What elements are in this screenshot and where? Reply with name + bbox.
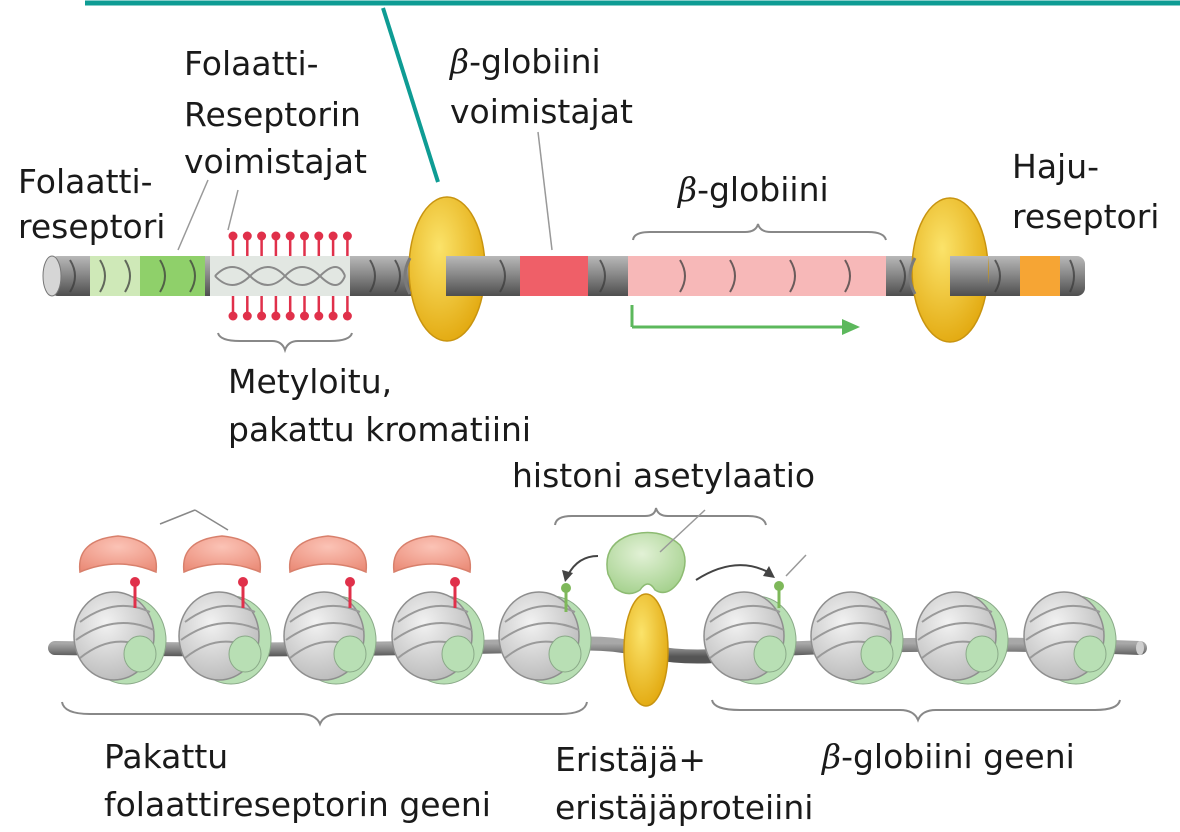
packed-folate-gene-label-line2: folaattireseptorin geeni: [104, 785, 491, 825]
folate-enhancers-label-line3: voimistajat: [184, 142, 367, 182]
repressor-protein: [80, 536, 157, 572]
acetylation-arrow-left: [568, 556, 598, 575]
methyl-group: [286, 296, 295, 321]
methyl-group: [257, 232, 266, 257]
methyl-group: [329, 296, 338, 321]
nucleosome: [811, 592, 903, 684]
methyl-group: [271, 232, 280, 257]
methyl-group: [286, 232, 295, 257]
histone-acetyltransferase: [607, 533, 685, 594]
beta-enhancers-label-line1: β-globiini: [450, 42, 601, 82]
methyl-group: [343, 232, 352, 257]
transcription-arrow: [632, 305, 860, 335]
repressor-protein: [184, 536, 261, 572]
olfactory-receptor-label-line2: reseptori: [1012, 197, 1159, 237]
histone-acetylation-label: histoni asetylaatio: [512, 456, 815, 496]
methyl-group: [243, 232, 252, 257]
olfactory-receptor-segment: [1020, 256, 1060, 296]
methyl-group: [229, 232, 238, 257]
packed-folate-bracket: [62, 702, 587, 724]
nucleosome: [499, 592, 591, 684]
methyl-group: [343, 296, 352, 321]
olfactory-receptor-label-line1: Haju-: [1012, 147, 1099, 187]
nucleosome: [179, 592, 271, 684]
nucleosome: [916, 592, 1008, 684]
folate-enhancers-label-line1: Folaatti-: [184, 44, 319, 84]
repressor-protein: [394, 536, 471, 572]
insulator-label-line1: Eristäjä+: [555, 740, 706, 780]
folate-receptor-segment-light: [90, 256, 140, 296]
repressor-protein: [290, 536, 367, 572]
pointer-line: [383, 8, 438, 182]
acetylation-arrow-right: [696, 565, 768, 580]
methyl-group: [300, 232, 309, 257]
methylated-chromatin-label-line1: Metyloitu,: [228, 362, 392, 402]
repressor-leader-left: [160, 510, 195, 524]
methylated-chromatin-label-line2: pakattu kromatiini: [228, 410, 531, 450]
folate-receptor-label-line2: reseptori: [18, 207, 165, 247]
methyl-group: [229, 296, 238, 321]
nucleosome: [74, 592, 166, 684]
methyl-group: [329, 232, 338, 257]
packed-folate-gene-label-line1: Pakattu: [104, 737, 228, 777]
beta-enhancer-segment: [520, 256, 588, 296]
methyl-group: [257, 296, 266, 321]
methyl-group: [271, 296, 280, 321]
folate-enhancer-leader: [228, 190, 238, 230]
methyl-group: [314, 232, 323, 257]
folate-receptor-label-line1: Folaatti-: [18, 162, 153, 202]
beta-symbol: β: [450, 42, 469, 81]
beta-globin-gene-label: β-globiini geeni: [822, 737, 1075, 777]
methyl-group: [300, 296, 309, 321]
nucleosome: [392, 592, 484, 684]
methyl-groups-bottom: [229, 296, 352, 321]
nucleosome: [1024, 592, 1116, 684]
beta-globin-text: -globiini: [697, 170, 829, 209]
beta-globin-bracket: [633, 224, 886, 240]
methylated-region-bracket: [218, 333, 352, 350]
beta-symbol: β: [678, 170, 697, 209]
folate-enhancers-label-line2: Reseptorin: [184, 95, 361, 135]
beta-globin-gene-text: -globiini geeni: [841, 737, 1075, 776]
enhancer-packed-region: [210, 256, 350, 296]
nucleosome: [284, 592, 376, 684]
nucleosome: [704, 592, 796, 684]
acetyl-leader: [786, 555, 806, 576]
insulator-label-line2: eristäjäproteiini: [555, 788, 813, 828]
beta-gene-bracket: [712, 700, 1120, 720]
insulator-protein: [624, 594, 668, 706]
folate-receptor-leader: [178, 180, 208, 250]
methyl-group: [314, 296, 323, 321]
beta-enhancer-leader: [538, 132, 552, 250]
beta-globin-label: β-globiini: [678, 170, 829, 210]
beta-enhancers-label-line2: voimistajat: [450, 92, 633, 132]
histone-acetylation-bracket: [555, 508, 766, 525]
methyl-group: [243, 296, 252, 321]
repressor-leader-right: [195, 510, 228, 530]
methyl-groups-top: [229, 232, 352, 257]
beta-enhancers-text: -globiini: [469, 42, 601, 81]
beta-symbol: β: [822, 737, 841, 776]
